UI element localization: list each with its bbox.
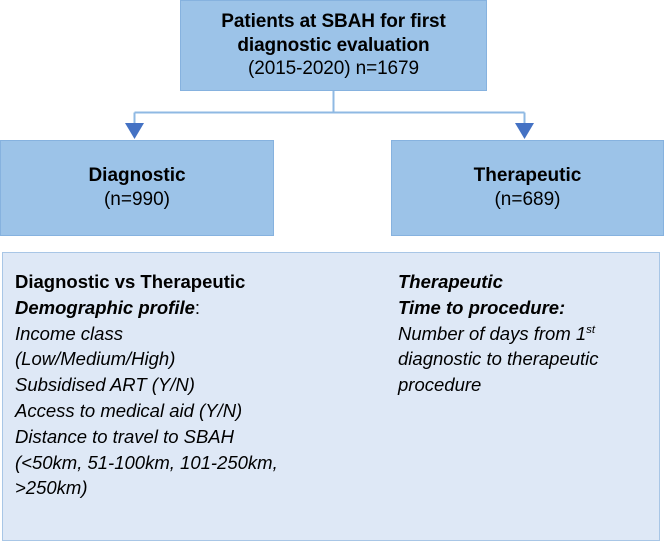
right-heading: Therapeutic [398, 271, 503, 292]
node-therapeutic-label: Therapeutic [473, 165, 582, 187]
node-diagnostic-label: Diagnostic [88, 165, 186, 187]
detail-panel: Diagnostic vs Therapeutic Demographic pr… [2, 252, 660, 541]
right-item-line1-text: Number of days from 1 [398, 322, 587, 344]
right-item-line3: procedure [398, 374, 482, 396]
detail-column-left: Diagnostic vs Therapeutic Demographic pr… [3, 253, 393, 540]
arrowhead-right-icon [515, 123, 534, 139]
node-therapeutic: Therapeutic (n=689) [391, 140, 664, 236]
left-heading: Diagnostic vs Therapeutic [15, 271, 246, 292]
right-item-line1-ordinal-suffix: st [586, 323, 596, 336]
left-subheading-row: Demographic profile: [15, 295, 393, 321]
arrowhead-left-icon [125, 123, 144, 139]
left-item-distance: Distance to travel to SBAH [15, 425, 235, 447]
detail-column-right: Therapeutic Time to procedure: Number of… [393, 253, 659, 540]
right-item-line1: Number of days from 1st [398, 321, 659, 347]
left-item-subsidised-art: Subsidised ART (Y/N) [15, 374, 195, 396]
node-root-line3: (2015-2020) n=1679 [248, 58, 419, 80]
left-item-income-class: Income class [15, 322, 123, 344]
node-root-patients: Patients at SBAH for first diagnostic ev… [180, 0, 487, 91]
node-root-line2: diagnostic evaluation [237, 34, 430, 56]
left-item-income-levels: (Low/Medium/High) [15, 348, 176, 370]
right-item-line2: diagnostic to therapeutic [398, 348, 599, 370]
node-root-line1: Patients at SBAH for first [221, 10, 446, 32]
node-diagnostic-count: (n=990) [103, 189, 171, 210]
left-subheading: Demographic profile [15, 296, 195, 318]
left-item-distance-bands-2: >250km) [15, 477, 88, 499]
node-therapeutic-count: (n=689) [494, 189, 561, 210]
right-subheading: Time to procedure: [398, 296, 566, 318]
left-item-distance-bands-1: (<50km, 51-100km, 101-250km, [15, 451, 278, 473]
left-item-medical-aid: Access to medical aid (Y/N) [15, 399, 243, 421]
node-diagnostic: Diagnostic (n=990) [0, 140, 274, 236]
left-subheading-punct: : [194, 296, 201, 318]
